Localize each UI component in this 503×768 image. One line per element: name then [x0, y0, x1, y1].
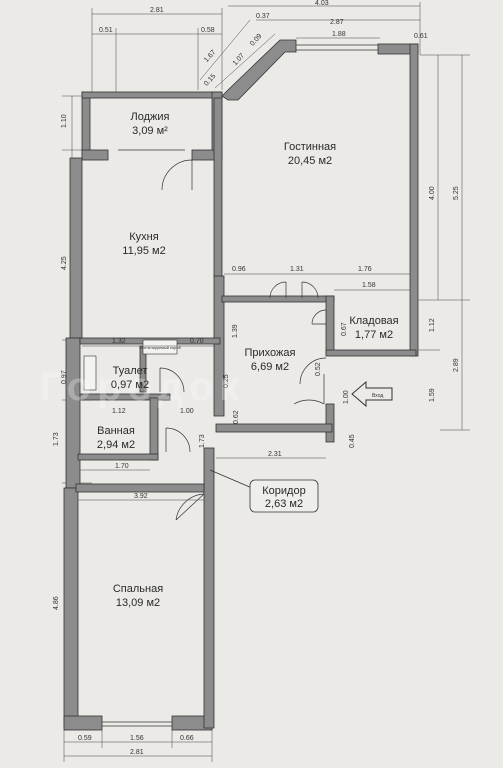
living-door-right[interactable]	[301, 281, 319, 299]
dim-top-051: 0.51	[99, 27, 113, 34]
dim-right-289: 2.89	[453, 358, 460, 372]
dim-bot-156: 1.56	[130, 735, 144, 742]
ventilation-label: Вентилируемый короб	[139, 345, 182, 350]
dim-right-525: 5.25	[453, 186, 460, 200]
room-bath-area: 2,94 м2	[97, 439, 135, 451]
toilet-door[interactable]	[159, 367, 185, 393]
dim-top-061: 0.61	[414, 33, 428, 40]
dim-left-486: 4.86	[53, 596, 60, 610]
corridor-callout	[209, 469, 319, 513]
dim-top-287: 2.87	[330, 19, 344, 26]
dim-in-025: 0.25	[223, 374, 230, 388]
ventilation-box: Вентилируемый короб	[83, 339, 182, 391]
bottom-dimensions: 0.59 1.56 0.66 2.81	[63, 730, 213, 762]
entrance-label: Вход	[372, 393, 383, 399]
dim-right-400: 4.00	[429, 186, 436, 200]
bedroom-door[interactable]	[175, 493, 205, 521]
room-bedroom-area: 13,09 м2	[116, 597, 160, 609]
dim-top-058: 0.58	[201, 27, 215, 34]
dim-right-112: 1.12	[429, 318, 436, 332]
dim-in-170: 1.70	[115, 463, 129, 470]
room-kitchen-area: 11,95 м2	[122, 245, 165, 257]
dim-top-037: 0.37	[256, 13, 270, 20]
dim-in-052: 0.52	[315, 362, 322, 376]
room-toilet-name: Туалет	[113, 365, 148, 377]
dim-bot-059: 0.59	[78, 735, 92, 742]
room-bath-name: Ванная	[97, 425, 135, 437]
dim-in-100b: 1.00	[343, 390, 350, 404]
dim-top-188: 1.88	[332, 31, 346, 38]
room-hall-area: 6,69 м2	[251, 361, 289, 373]
room-labels: Лоджия 3,09 м² Гостинная 20,45 м2 Кухня …	[97, 111, 399, 609]
dim-top-281: 2.81	[150, 7, 164, 14]
dim-in-131: 1.31	[290, 266, 304, 273]
dim-left-110: 1.10	[61, 114, 68, 128]
kitchen-door[interactable]	[161, 159, 193, 191]
room-storage-area: 1,77 м2	[355, 329, 393, 341]
room-kitchen-name: Кухня	[129, 231, 158, 243]
top-dimensions: 2.81 0.51 0.58 4.03 0.37 2.87 1.88 0.61 …	[91, 0, 428, 92]
dim-in-176: 1.76	[358, 266, 372, 273]
storage-door[interactable]	[311, 309, 327, 325]
room-living-area: 20,45 м2	[288, 155, 332, 167]
doors	[102, 44, 378, 727]
dim-in-139: 1.39	[232, 324, 239, 338]
inner-dimensions: 0.96 1.31 1.76 1.58 1.39 0.67 0.52 1.00 …	[78, 266, 410, 501]
dim-right-159: 1.59	[429, 388, 436, 402]
dim-in-067: 0.67	[341, 322, 348, 336]
dim-in-392: 3.92	[134, 493, 148, 500]
dim-top-403: 4.03	[315, 0, 329, 7]
room-living-name: Гостинная	[284, 141, 336, 153]
dim-in-112: 1.12	[112, 408, 126, 415]
room-corridor-name: Коридор	[262, 485, 305, 497]
dim-in-100: 1.00	[180, 408, 194, 415]
dim-in-045: 0.45	[349, 434, 356, 448]
entrance-door[interactable]	[293, 374, 325, 405]
living-door-left[interactable]	[269, 281, 287, 299]
room-toilet-area: 0,97 м2	[111, 379, 149, 391]
dim-left-425: 4.25	[61, 256, 68, 270]
room-loggia-area: 3,09 м²	[132, 125, 168, 137]
dim-in-062: 0.62	[233, 410, 240, 424]
dim-in-158: 1.58	[362, 282, 376, 289]
room-bedroom-name: Спальная	[113, 583, 163, 595]
bath-door[interactable]	[165, 427, 191, 453]
dim-in-070: 0.70	[190, 338, 204, 345]
room-storage-name: Кладовая	[349, 315, 398, 327]
dim-in-173b: 1.73	[199, 434, 206, 448]
room-hall-name: Прихожая	[245, 347, 296, 359]
dim-bot-281: 2.81	[130, 749, 144, 756]
right-dimensions: 4.00 5.25 1.12 2.89 1.59	[410, 54, 470, 431]
dim-bot-066: 0.66	[180, 735, 194, 742]
room-corridor-area: 2,63 м2	[265, 498, 303, 510]
dim-in-231: 2.31	[268, 451, 282, 458]
entrance-arrow: Вход	[351, 380, 393, 408]
watermark: Городок	[40, 365, 245, 409]
dim-left-097: 0.97	[61, 370, 68, 384]
room-loggia-name: Лоджия	[131, 111, 170, 123]
hall-closet-door[interactable]	[299, 357, 327, 385]
dim-in-096: 0.96	[232, 266, 246, 273]
dim-left-173: 1.73	[53, 432, 60, 446]
dim-in-132: 1.32	[112, 338, 126, 345]
